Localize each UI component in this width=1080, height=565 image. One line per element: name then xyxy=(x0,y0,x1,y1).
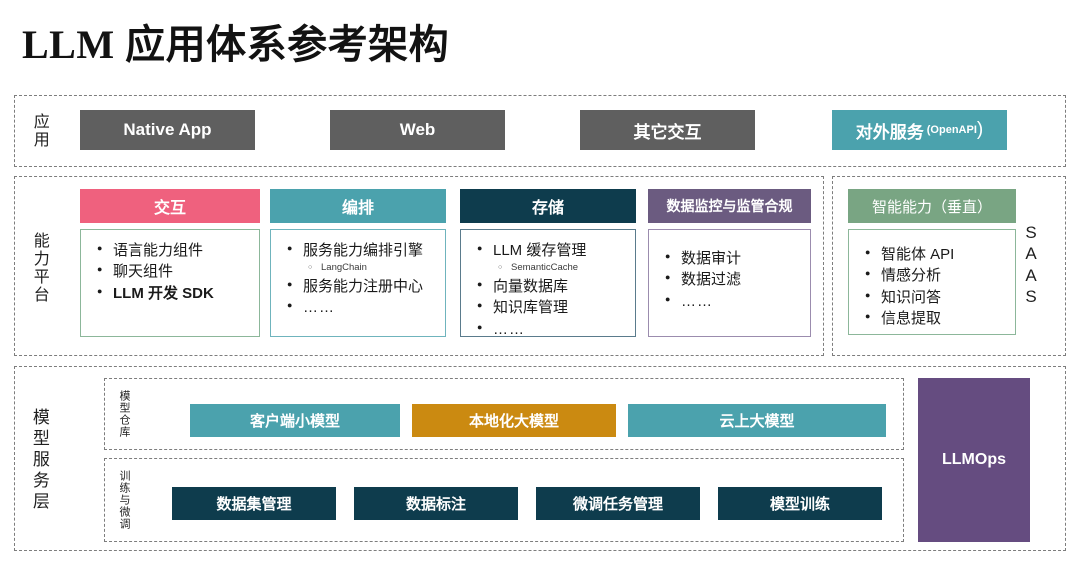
list-item: 数据过滤 xyxy=(665,269,802,290)
training-box-finetune-task-management-label: 微调任务管理 xyxy=(572,496,663,513)
capability-column-orchestration: 编排 服务能力编排引擎 LangChain 服务能力注册中心 …… xyxy=(270,189,446,337)
training-box-finetune-task-management[interactable]: 微调任务管理 xyxy=(536,487,700,520)
list-item: 向量数据库 xyxy=(477,276,627,297)
capability-list-orchestration: 服务能力编排引擎 LangChain 服务能力注册中心 …… xyxy=(285,240,437,319)
capability-header-orchestration-label: 编排 xyxy=(341,200,374,217)
capability-header-orchestration[interactable]: 编排 xyxy=(270,189,446,223)
list-item: 知识库管理 xyxy=(477,297,627,318)
training-finetuning-label: 训练与微调 xyxy=(118,470,130,530)
list-item: 数据审计 xyxy=(665,248,802,269)
training-box-data-annotation[interactable]: 数据标注 xyxy=(354,487,518,520)
app-box-native-app[interactable]: Native App xyxy=(80,110,255,150)
capability-header-storage[interactable]: 存储 xyxy=(460,189,636,223)
model-service-layer-label: 模型服务层 xyxy=(29,407,49,513)
list-item: 语言能力组件 xyxy=(97,240,251,261)
list-item: 情感分析 xyxy=(865,265,1007,286)
llmops-box[interactable]: LLMOps xyxy=(918,378,1030,542)
list-item: 知识问答 xyxy=(865,287,1007,308)
sub-list-item: SemanticCache xyxy=(498,261,627,276)
list-item: 信息提取 xyxy=(865,308,1007,329)
list-item: 服务能力注册中心 xyxy=(287,276,437,297)
capability-body-data-governance: 数据审计 数据过滤 …… xyxy=(648,229,811,337)
capability-header-interaction[interactable]: 交互 xyxy=(80,189,260,223)
capability-column-interaction: 交互 语言能力组件 聊天组件 LLM 开发 SDK xyxy=(80,189,260,337)
capability-list-storage: LLM 缓存管理 SemanticCache 向量数据库 知识库管理 …… xyxy=(475,240,627,340)
model-box-cloud-large-model-label: 云上大模型 xyxy=(719,413,795,430)
capability-body-vertical-ai: 智能体 API 情感分析 知识问答 信息提取 xyxy=(848,229,1016,335)
model-box-local-large-model-label: 本地化大模型 xyxy=(468,413,559,430)
capability-header-vertical-ai[interactable]: 智能能力（垂直） xyxy=(848,189,1016,223)
training-box-model-training[interactable]: 模型训练 xyxy=(718,487,882,520)
app-box-external-service-sub: (OpenAPI xyxy=(926,124,977,136)
page-title: LLM 应用体系参考架构 xyxy=(22,22,450,67)
training-box-model-training-label: 模型训练 xyxy=(769,496,830,513)
app-box-web[interactable]: Web xyxy=(330,110,505,150)
list-item: …… xyxy=(477,319,627,340)
application-layer-label: 应用 xyxy=(30,113,48,149)
capability-list-interaction: 语言能力组件 聊天组件 LLM 开发 SDK xyxy=(95,240,251,304)
capability-header-interaction-label: 交互 xyxy=(153,200,186,217)
app-box-native-app-label: Native App xyxy=(123,120,212,139)
capability-column-data-governance: 数据监控与监管合规 数据审计 数据过滤 …… xyxy=(648,189,811,337)
capability-body-interaction: 语言能力组件 聊天组件 LLM 开发 SDK xyxy=(80,229,260,337)
app-box-external-service[interactable]: 对外服务 (OpenAPI ) xyxy=(832,110,1007,150)
capability-header-data-governance-label: 数据监控与监管合规 xyxy=(666,198,793,214)
app-box-other-interaction-label: 其它交互 xyxy=(633,122,702,142)
model-repository-label: 模型仓库 xyxy=(118,390,130,438)
app-box-web-label: Web xyxy=(399,120,436,139)
model-box-client-small-model-label: 客户端小模型 xyxy=(249,413,340,430)
app-box-other-interaction[interactable]: 其它交互 xyxy=(580,110,755,150)
list-item: …… xyxy=(665,291,802,312)
model-box-cloud-large-model[interactable]: 云上大模型 xyxy=(628,404,886,437)
capability-body-orchestration: 服务能力编排引擎 LangChain 服务能力注册中心 …… xyxy=(270,229,446,337)
list-item-text: LLM 缓存管理 xyxy=(493,242,587,259)
capability-body-storage: LLM 缓存管理 SemanticCache 向量数据库 知识库管理 …… xyxy=(460,229,636,340)
capability-layer-label: 能力平台 xyxy=(30,232,48,304)
capability-header-vertical-ai-label: 智能能力（垂直） xyxy=(871,198,992,216)
training-box-dataset-management[interactable]: 数据集管理 xyxy=(172,487,336,520)
list-item: 智能体 API xyxy=(865,244,1007,265)
llmops-box-label: LLMOps xyxy=(942,451,1006,468)
list-item: …… xyxy=(287,297,437,318)
capability-column-storage: 存储 LLM 缓存管理 SemanticCache 向量数据库 知识库管理 …… xyxy=(460,189,636,340)
capability-list-vertical-ai: 智能体 API 情感分析 知识问答 信息提取 xyxy=(863,244,1007,329)
list-item: 聊天组件 xyxy=(97,261,251,282)
training-box-data-annotation-label: 数据标注 xyxy=(405,496,466,513)
app-box-external-service-paren: ) xyxy=(976,119,984,140)
app-box-external-service-label: 对外服务 xyxy=(855,122,924,142)
model-box-client-small-model[interactable]: 客户端小模型 xyxy=(190,404,400,437)
capability-header-data-governance[interactable]: 数据监控与监管合规 xyxy=(648,189,811,223)
capability-list-data-governance: 数据审计 数据过滤 …… xyxy=(663,248,802,312)
list-item: LLM 缓存管理 SemanticCache xyxy=(477,240,627,276)
capability-header-storage-label: 存储 xyxy=(531,200,564,217)
list-item-text: 服务能力编排引擎 xyxy=(303,242,424,259)
list-item: 服务能力编排引擎 LangChain xyxy=(287,240,437,276)
sub-list-item: LangChain xyxy=(308,261,437,276)
capability-column-vertical-ai: 智能能力（垂直） 智能体 API 情感分析 知识问答 信息提取 xyxy=(848,189,1016,335)
sub-list: LangChain xyxy=(303,261,437,276)
list-item: LLM 开发 SDK xyxy=(97,283,251,304)
model-box-local-large-model[interactable]: 本地化大模型 xyxy=(412,404,616,437)
sub-list: SemanticCache xyxy=(493,261,627,276)
training-box-dataset-management-label: 数据集管理 xyxy=(216,496,292,513)
